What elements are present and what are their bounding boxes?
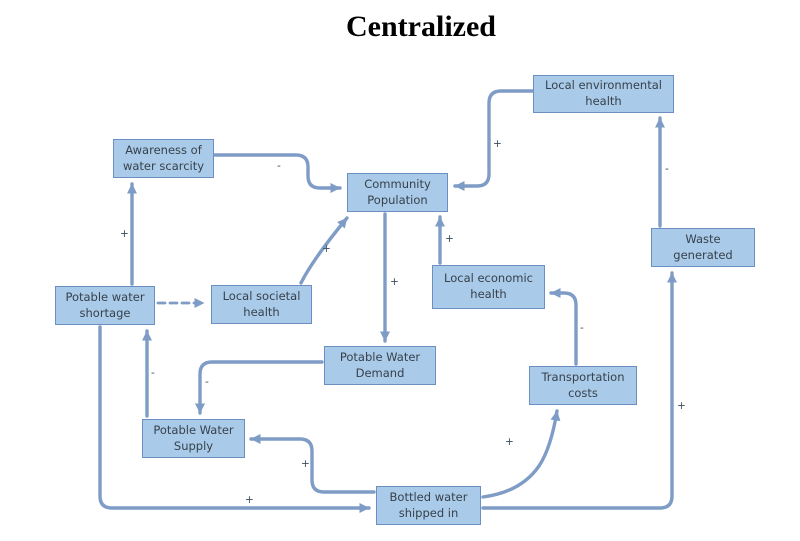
node-transportation-costs[interactable]: Transportation costs (529, 366, 637, 405)
edge-societal-community (299, 216, 349, 285)
edge-bottled-transport (481, 409, 561, 499)
node-economic-health[interactable]: Local economic health (432, 265, 545, 309)
node-water-supply[interactable]: Potable Water Supply (142, 419, 245, 458)
sign-envhealth-community: + (493, 138, 502, 150)
sign-shortage-awareness: + (120, 228, 129, 240)
diagram-title: Centralized (346, 10, 496, 43)
sign-community-demand: + (390, 276, 399, 288)
node-societal-health[interactable]: Local societal health (211, 285, 312, 324)
sign-economic-community: + (445, 233, 454, 245)
node-environmental-health[interactable]: Local environmental health (533, 75, 674, 113)
sign-bottled-supply: + (301, 458, 310, 470)
sign-transport-economic: - (580, 322, 584, 334)
sign-waste-envhealth: - (665, 163, 669, 175)
edge-awareness-community (213, 153, 342, 193)
sign-bottled-transport: + (505, 436, 514, 448)
sign-shortage-bottled: + (245, 494, 254, 506)
sign-societal-community: + (322, 243, 331, 255)
node-bottled-water[interactable]: Bottled water shipped in (376, 486, 481, 525)
node-community-population[interactable]: Community Population (347, 173, 448, 212)
edge-shortage-bottled (98, 325, 371, 513)
edge-envhealth-community (453, 89, 535, 191)
edge-transport-economic (549, 288, 578, 366)
node-waste-generated[interactable]: Waste generated (651, 228, 755, 267)
sign-supply-shortage: - (151, 367, 155, 379)
node-water-demand[interactable]: Potable Water Demand (324, 346, 436, 385)
edge-bottled-waste (481, 271, 677, 510)
edge-demand-supply (195, 360, 324, 415)
sign-demand-supply: - (205, 376, 209, 388)
edge-bottled-supply (249, 434, 376, 494)
node-water-shortage[interactable]: Potable water shortage (55, 286, 155, 325)
sign-bottled-waste: + (677, 400, 686, 412)
node-awareness[interactable]: Awareness of water scarcity (113, 139, 214, 178)
sign-awareness-community: - (277, 160, 281, 172)
